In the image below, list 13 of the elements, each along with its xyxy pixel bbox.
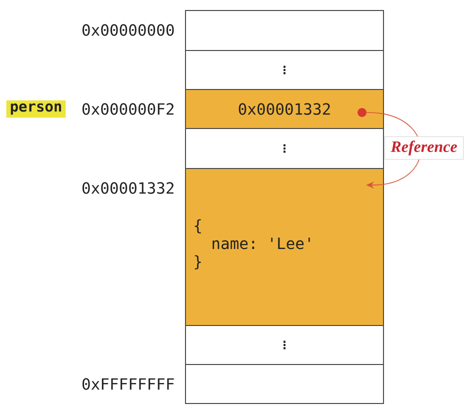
dot — [358, 108, 366, 117]
variable-label: person — [6, 100, 66, 118]
memory-cell — [185, 10, 384, 51]
memory-cell — [185, 364, 384, 404]
memory-cell: 0x00001332 — [185, 89, 384, 129]
address-label: 0x00000000 — [82, 24, 174, 36]
memory-cell: { name: 'Lee' } — [185, 168, 384, 326]
edge-label: Reference — [384, 136, 464, 160]
memory-cell: ⋮ — [185, 50, 384, 90]
address-label: 0xFFFFFFFF — [82, 378, 174, 390]
memory-cell: ⋮ — [185, 325, 384, 365]
address-label: 0x00001332 — [82, 182, 174, 194]
address-label: 0x000000F2 — [82, 103, 174, 115]
